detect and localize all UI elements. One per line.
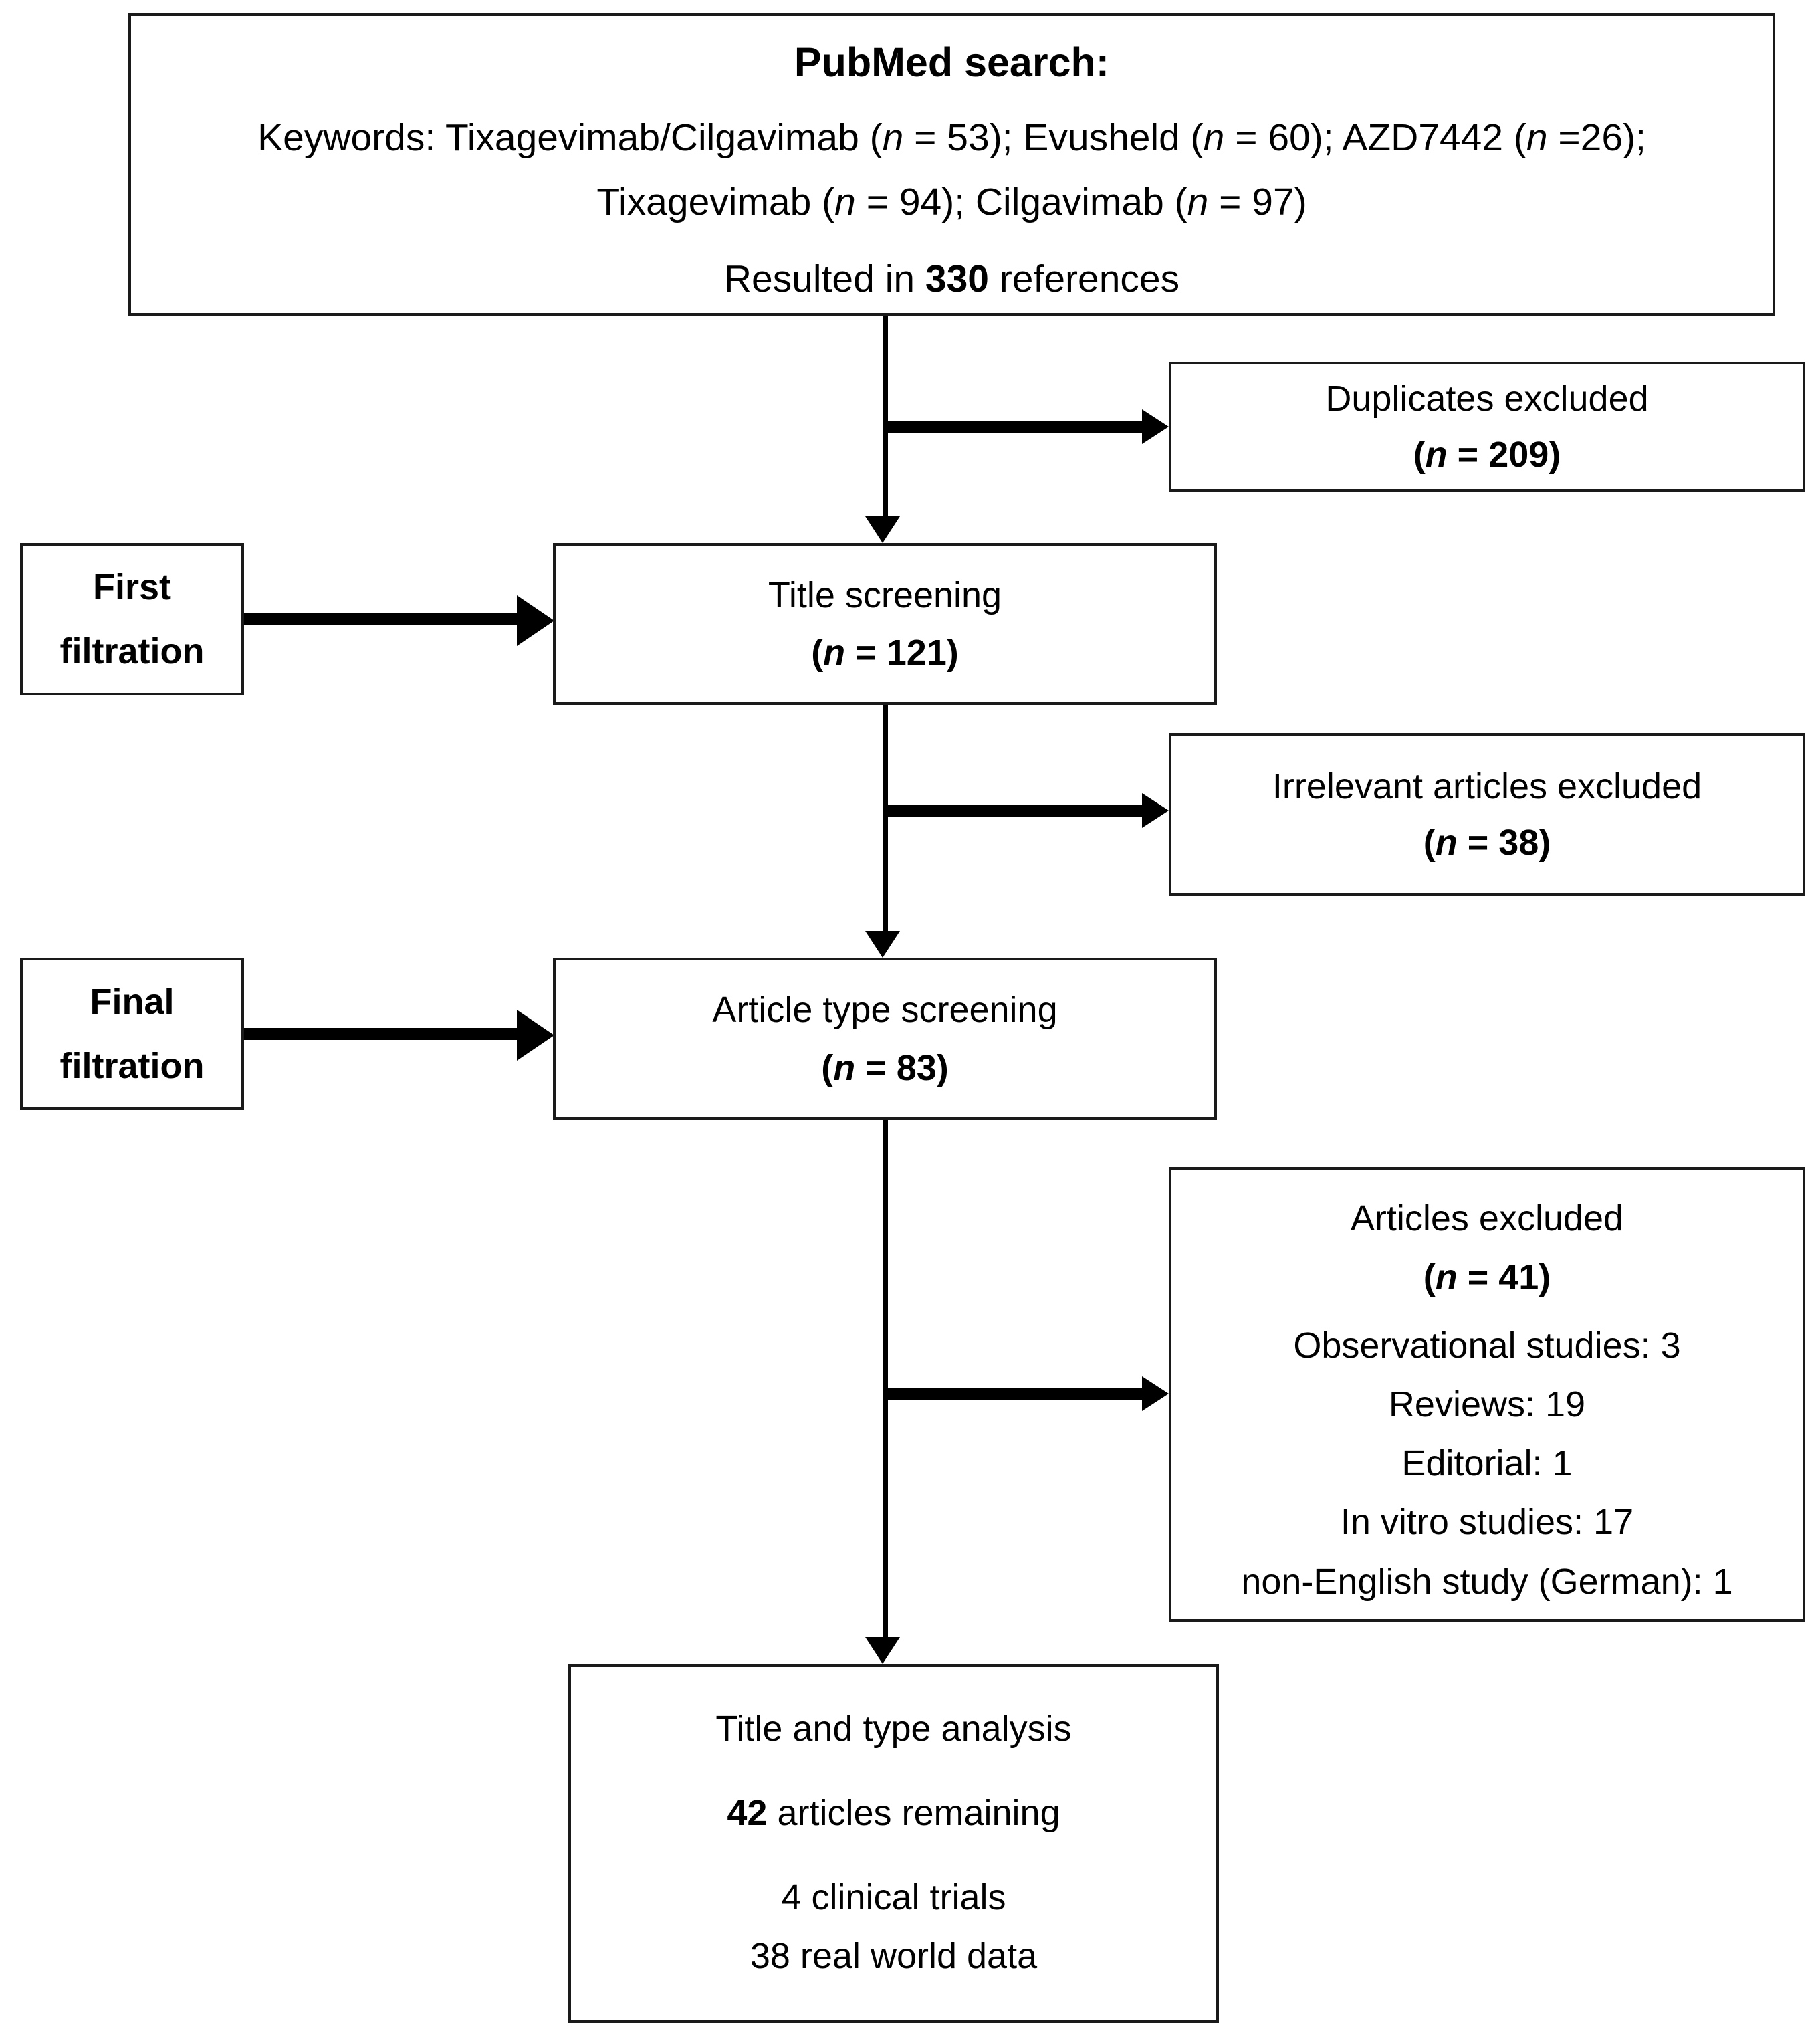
irrelevant-label: Irrelevant articles excluded [1272, 766, 1702, 807]
duplicates-count: (n = 209) [1413, 434, 1561, 475]
first-filtration-line-1: First [92, 566, 172, 607]
final-real-world-data: 38 real world data [750, 1936, 1038, 1977]
exclusion-reason-editorial: Editorial: 1 [1401, 1443, 1573, 1484]
connector-title-screening-to-irrelevant [885, 805, 1146, 817]
result-suffix: references [988, 257, 1180, 301]
title-screening-n-italic: n [823, 633, 846, 673]
connector-type-screening-to-final [883, 1120, 888, 1638]
exclusion-reason-in-vitro: In vitro studies: 17 [1340, 1502, 1634, 1543]
keywords-seg-4: = 94); Cilgavimab ( [855, 180, 1187, 223]
exclusion-reason-reviews: Reviews: 19 [1388, 1384, 1586, 1425]
keywords-seg-1: = 53); Evusheld ( [903, 116, 1204, 160]
arrowhead-title-to-type-screening [865, 931, 900, 958]
pubmed-search-title: PubMed search: [794, 39, 1110, 85]
articles-excluded-paren-open: ( [1423, 1257, 1436, 1298]
irrelevant-count-value: = 38) [1457, 823, 1551, 863]
irrelevant-articles-excluded-box: Irrelevant articles excluded (n = 38) [1169, 733, 1805, 896]
final-filtration-line-2: filtration [60, 1046, 205, 1086]
duplicates-label: Duplicates excluded [1325, 378, 1649, 419]
arrowhead-type-screening-to-final [865, 1637, 900, 1664]
final-remaining-line: 42 articles remaining [727, 1792, 1060, 1834]
title-screening-box: Title screening (n = 121) [553, 543, 1217, 705]
duplicates-n-italic: n [1425, 435, 1448, 475]
result-prefix: Resulted in [723, 257, 925, 301]
irrelevant-paren-open: ( [1423, 823, 1436, 863]
type-screening-label: Article type screening [712, 990, 1058, 1031]
n-italic-4: n [834, 180, 856, 223]
articles-excluded-count: (n = 41) [1424, 1257, 1551, 1298]
connector-first-filtration-to-title-screening [244, 613, 525, 625]
keywords-seg-3: =26); [1547, 116, 1646, 160]
pubmed-search-box: PubMed search: Keywords: Tixagevimab/Cil… [128, 13, 1775, 316]
final-remaining-suffix: articles remaining [767, 1793, 1060, 1834]
n-italic-1: n [882, 116, 904, 160]
connector-type-screening-to-articles-excluded [885, 1388, 1146, 1400]
keywords-line2-prefix: Tixagevimab ( [596, 180, 835, 223]
final-analysis-label: Title and type analysis [715, 1709, 1072, 1749]
n-italic-5: n [1187, 180, 1209, 223]
irrelevant-count: (n = 38) [1424, 822, 1551, 863]
keywords-seg-2: = 60); AZD7442 ( [1224, 116, 1526, 160]
keywords-seg-5: = 97) [1208, 180, 1307, 223]
articles-excluded-box: Articles excluded (n = 41) Observational… [1169, 1167, 1805, 1622]
arrowhead-search-to-duplicates [1142, 409, 1169, 444]
title-screening-count: (n = 121) [811, 632, 959, 673]
final-clinical-trials: 4 clinical trials [781, 1877, 1006, 1918]
duplicates-paren-open: ( [1413, 435, 1426, 475]
first-filtration-line-2: filtration [60, 631, 205, 671]
article-type-screening-box: Article type screening (n = 83) [553, 958, 1217, 1120]
duplicates-excluded-box: Duplicates excluded (n = 209) [1169, 362, 1805, 492]
connector-final-filtration-to-type-screening [244, 1028, 525, 1040]
result-count: 330 [925, 257, 989, 301]
connector-title-screening-to-type-screening [883, 705, 888, 932]
type-screening-paren-open: ( [821, 1047, 834, 1088]
n-italic-3: n [1526, 116, 1548, 160]
arrowhead-title-screening-to-irrelevant [1142, 793, 1169, 828]
title-screening-paren-open: ( [811, 633, 824, 673]
arrowhead-final-filtration [517, 1010, 554, 1061]
articles-excluded-n-italic: n [1435, 1257, 1458, 1298]
exclusion-reason-observational: Observational studies: 3 [1293, 1325, 1681, 1366]
type-screening-n-italic: n [833, 1047, 856, 1088]
final-remaining-count: 42 [727, 1793, 768, 1834]
duplicates-count-value: = 209) [1447, 435, 1561, 475]
irrelevant-n-italic: n [1435, 823, 1458, 863]
keywords-line-1: Keywords: Tixagevimab/Cilgavimab (n = 53… [257, 116, 1646, 160]
n-italic-2: n [1203, 116, 1225, 160]
type-screening-count: (n = 83) [821, 1047, 949, 1089]
title-screening-count-value: = 121) [845, 633, 959, 673]
keywords-line-2: Tixagevimab (n = 94); Cilgavimab (n = 97… [596, 181, 1306, 225]
articles-excluded-label: Articles excluded [1350, 1198, 1624, 1239]
final-filtration-box: Final filtration [20, 958, 244, 1110]
exclusion-reason-non-english: non-English study (German): 1 [1241, 1561, 1733, 1602]
search-result-line: Resulted in 330 references [724, 257, 1179, 302]
arrowhead-first-filtration [517, 595, 554, 646]
connector-search-to-title-screening [883, 316, 888, 518]
type-screening-count-value: = 83) [855, 1047, 949, 1088]
arrowhead-search-to-title-screening [865, 516, 900, 543]
arrowhead-type-screening-to-articles-excluded [1142, 1376, 1169, 1411]
keywords-prefix: Keywords: Tixagevimab/Cilgavimab ( [257, 116, 883, 160]
title-and-type-analysis-box: Title and type analysis 42 articles rema… [568, 1664, 1219, 2023]
final-filtration-line-1: Final [90, 981, 175, 1022]
connector-search-to-duplicates [885, 421, 1146, 433]
articles-excluded-count-value: = 41) [1457, 1257, 1551, 1298]
first-filtration-box: First filtration [20, 543, 244, 695]
title-screening-label: Title screening [768, 574, 1002, 615]
